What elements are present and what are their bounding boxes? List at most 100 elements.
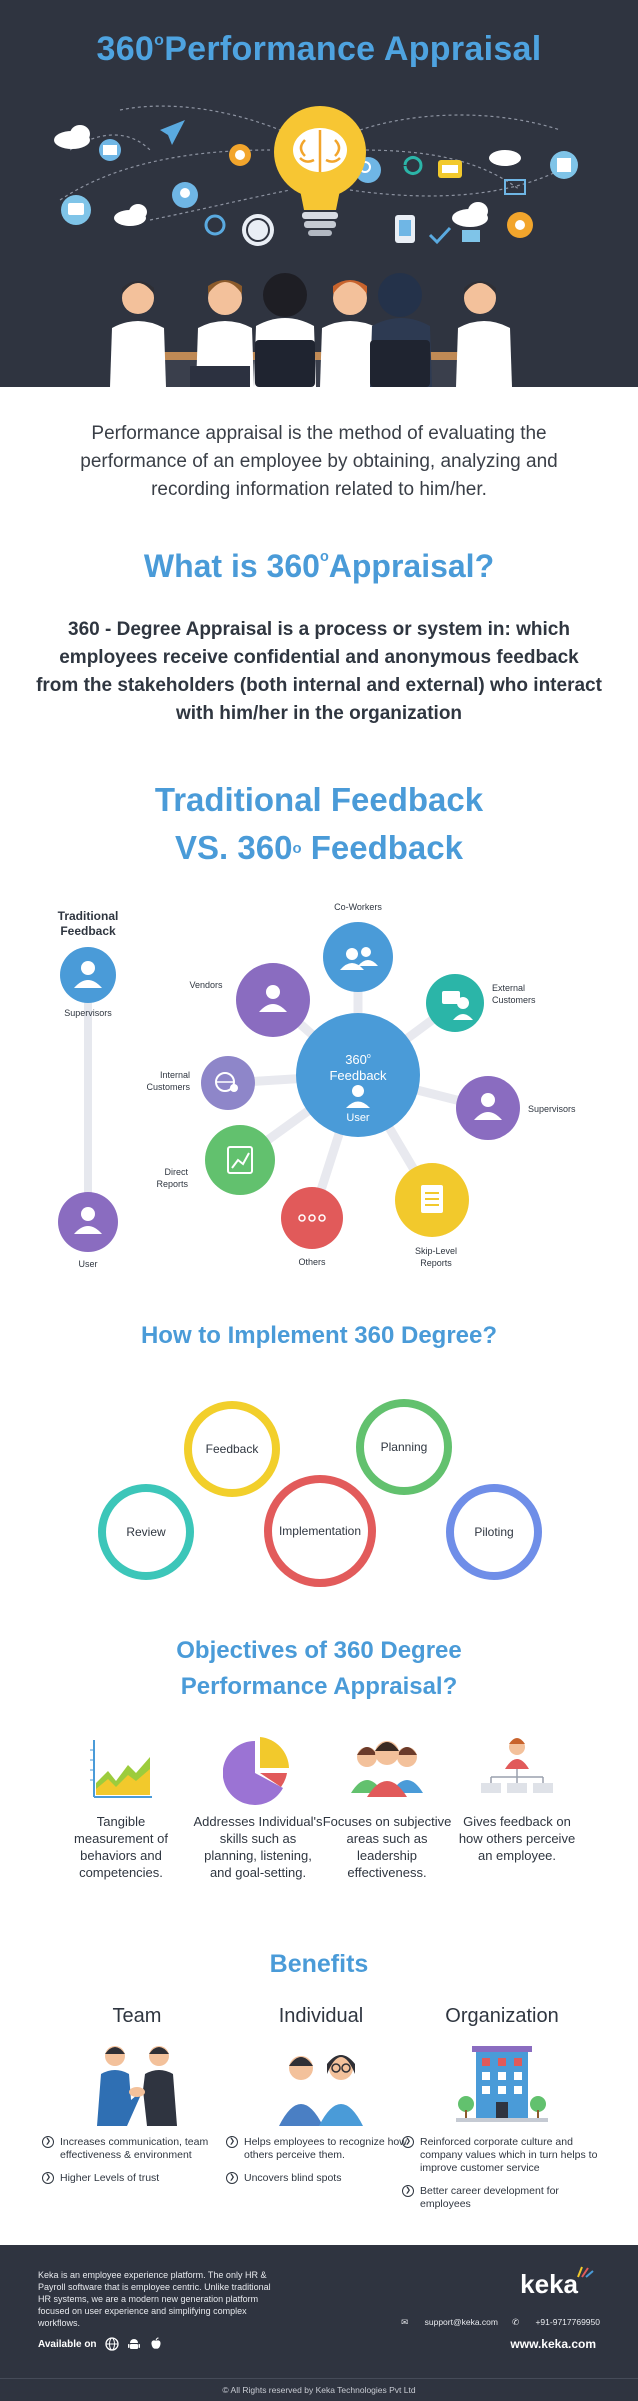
supervisor-icon xyxy=(74,961,102,988)
hero-title-degree: o xyxy=(154,32,165,49)
keka-logo[interactable]: keka xyxy=(520,2266,596,2300)
benefit-item: ❯ Increases communication, team effective… xyxy=(42,2136,232,2162)
internal-customers-node xyxy=(201,1056,255,1110)
center-360-node xyxy=(296,1013,420,1137)
website-link[interactable]: www.keka.com xyxy=(510,2337,596,2351)
benefit-item-text: Increases communication, team effectiven… xyxy=(60,2136,209,2161)
objectives-heading-line1: Objectives of 360 Degree xyxy=(176,1637,462,1664)
direct-reports-node xyxy=(205,1125,275,1195)
more-dots-icon xyxy=(298,1214,326,1222)
arrow-right-icon: ❯ xyxy=(42,2136,54,2148)
email-contact[interactable]: ✉ support@keka.com xyxy=(401,2317,498,2327)
center-user-icon xyxy=(346,1085,370,1108)
objective-caption: Tangible measurement of behaviors and co… xyxy=(74,1814,168,1880)
feedback-comparison-diagram: Traditional Feedback Supervisors User Co… xyxy=(58,902,576,1269)
benefit-item: ❯ Uncovers blind spots xyxy=(226,2172,416,2185)
benefits-heading: Benefits xyxy=(269,1950,369,1978)
others-label: Others xyxy=(298,1257,326,1267)
hero-title: 360oPerformance Appraisal xyxy=(0,30,638,69)
comparison-line2-suffix: Feedback xyxy=(301,829,463,866)
traditional-user-node xyxy=(58,1192,118,1252)
benefit-item: ❯Helps employees to recognize how others… xyxy=(226,2136,416,2162)
feedback-step-label: Feedback xyxy=(206,1442,260,1456)
benefit-column-individual: Individual ❯Helps employees to recognize… xyxy=(226,2005,416,2185)
piloting-ring xyxy=(446,1484,542,1580)
external-customers-icon xyxy=(442,991,473,1020)
intro-paragraph: Performance appraisal is the method of e… xyxy=(80,423,558,500)
what-title-prefix: What is 360 xyxy=(143,548,320,584)
available-on-label: Available on xyxy=(38,2338,97,2350)
benefit-item: ❯Reinforced corporate culture and compan… xyxy=(402,2136,602,2175)
internal-customers-label-line1: Internal xyxy=(160,1070,190,1080)
comparison-line2-prefix: VS. 360 xyxy=(175,829,293,866)
planning-ring xyxy=(356,1399,452,1495)
footer-contact: ✉ support@keka.com ✆ +91-9717769950 xyxy=(387,2317,600,2328)
external-customers-label-line1: External xyxy=(492,983,525,993)
web-globe-icon[interactable] xyxy=(104,2337,119,2351)
user-icon xyxy=(74,1207,102,1234)
objective-caption: Gives feedback on how others perceive an… xyxy=(458,1814,576,1863)
hero-title-text: Performance Appraisal xyxy=(164,30,542,68)
report-chart-icon xyxy=(227,1146,253,1174)
center-label-user: User xyxy=(346,1112,370,1124)
benefit-item-text: Better career development for employees xyxy=(420,2185,559,2210)
vendor-icon xyxy=(259,985,287,1012)
vendors-label: Vendors xyxy=(189,980,223,990)
direct-reports-label-line2: Reports xyxy=(156,1179,188,1189)
benefit-item-text: Reinforced corporate culture and company… xyxy=(420,2136,598,2174)
arrow-right-icon: ❯ xyxy=(402,2185,414,2197)
objective-item: Addresses Individual's skills such as pl… xyxy=(193,1735,323,1881)
traditional-feedback-label-line2: Feedback xyxy=(60,924,116,938)
benefit-heading-team: Team xyxy=(112,2005,162,2027)
benefit-item: ❯Higher Levels of trust xyxy=(42,2172,232,2185)
objectives-list: Tangible measurement of behaviors and co… xyxy=(0,1735,638,1935)
comparison-line2-degree: o xyxy=(292,841,302,858)
globe-user-icon xyxy=(215,1072,238,1092)
traditional-user-label: User xyxy=(78,1259,97,1269)
what-title-suffix: Appraisal? xyxy=(328,548,495,584)
phone-text: +91-9717769950 xyxy=(535,2317,600,2327)
objective-item: Gives feedback on how others perceive an… xyxy=(452,1735,582,1864)
arrow-right-icon: ❯ xyxy=(42,2172,54,2184)
handshake-icon xyxy=(97,2046,177,2126)
planning-step-label: Planning xyxy=(381,1440,428,1454)
objective-caption: Focuses on subjective areas such as lead… xyxy=(322,1814,452,1880)
arrow-right-icon: ❯ xyxy=(226,2136,238,2148)
logo-spark-icon xyxy=(577,2266,594,2278)
benefit-heading-individual: Individual xyxy=(278,2005,364,2027)
what-is-360-heading: What is 360oAppraisal? xyxy=(0,548,638,585)
benefit-item-text: Uncovers blind spots xyxy=(244,2172,342,2184)
footer: Keka is an employee experience platform.… xyxy=(0,2245,638,2401)
skip-level-reports-label-line2: Reports xyxy=(420,1258,452,1268)
apple-icon[interactable] xyxy=(149,2337,163,2351)
lightbulb-brain-icon xyxy=(274,106,366,236)
supervisors-node xyxy=(456,1076,520,1140)
hero-title-number: 360 xyxy=(96,30,155,68)
comparison-heading: Traditional Feedback VS. 360o Feedback xyxy=(0,776,638,872)
footer-about-text: Keka is an employee experience platform.… xyxy=(38,2270,271,2328)
group-icon xyxy=(351,1741,423,1797)
footer-available-on: Available on xyxy=(38,2337,163,2351)
implementation-ring xyxy=(264,1475,376,1587)
implementation-rings: Feedback Planning Review Piloting Implem… xyxy=(98,1399,542,1587)
implement-heading: How to Implement 360 Degree? xyxy=(140,1322,498,1349)
cloud-icon xyxy=(54,125,521,227)
coworkers-label: Co-Workers xyxy=(334,902,382,912)
center-label-feedback: Feedback xyxy=(329,1068,387,1083)
direct-reports-label-line1: Direct xyxy=(164,1167,188,1177)
piloting-step-label: Piloting xyxy=(474,1525,513,1539)
arrow-right-icon: ❯ xyxy=(226,2172,238,2184)
objective-item: Tangible measurement of behaviors and co… xyxy=(56,1735,186,1881)
keka-logo-text: keka xyxy=(520,2269,578,2299)
feedback-ring xyxy=(184,1401,280,1497)
office-building-icon xyxy=(456,2046,548,2122)
phone-contact[interactable]: ✆ +91-9717769950 xyxy=(511,2317,600,2327)
comparison-heading-line1: Traditional Feedback xyxy=(154,781,484,818)
traditional-supervisors-label: Supervisors xyxy=(64,1008,112,1018)
review-step-label: Review xyxy=(126,1525,166,1539)
benefit-item: ❯ Better career development for employees xyxy=(402,2185,602,2211)
email-text: support@keka.com xyxy=(424,2317,498,2327)
android-icon[interactable] xyxy=(127,2337,141,2351)
coworkers-icon xyxy=(340,947,378,970)
